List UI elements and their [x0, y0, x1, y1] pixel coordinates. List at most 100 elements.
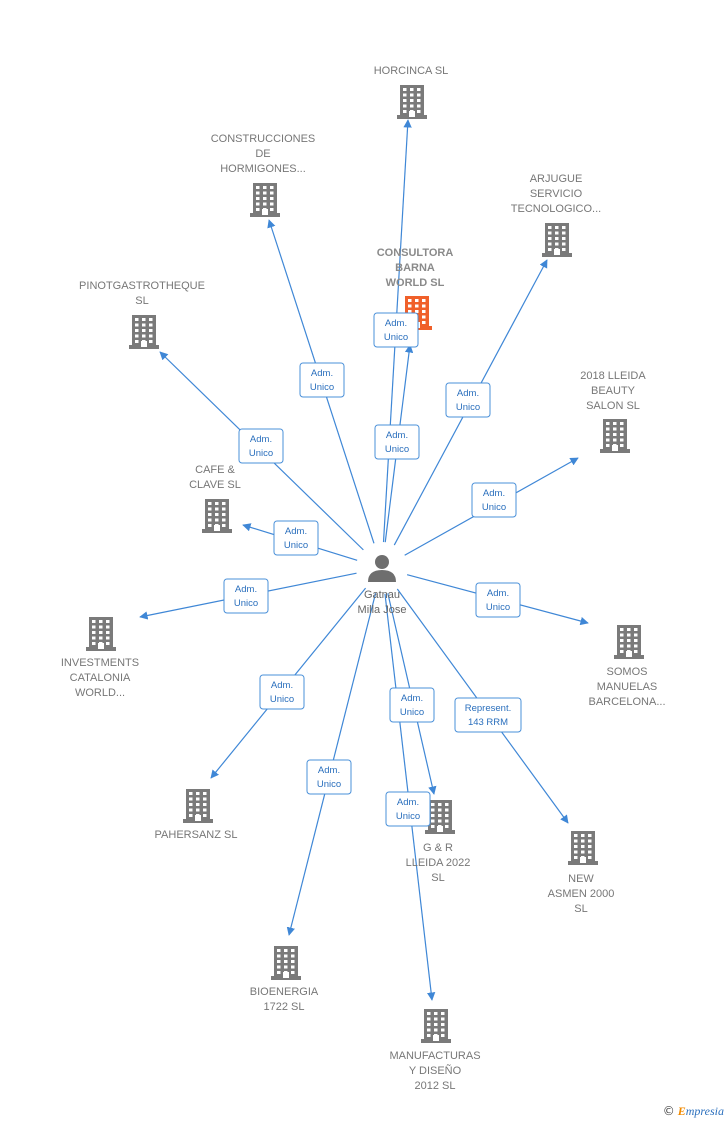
building-icon[interactable] [614, 625, 644, 659]
company-label: Y DISEÑO [409, 1064, 462, 1077]
window [634, 633, 638, 637]
window [270, 208, 274, 211]
window [277, 971, 281, 974]
window [106, 642, 110, 645]
window [438, 819, 442, 823]
company-label: SERVICIO [530, 188, 583, 200]
building-icon[interactable] [202, 499, 232, 533]
window [415, 304, 419, 308]
company-node-cafe[interactable]: CAFE &CLAVE SL [189, 464, 241, 533]
edge-label-pinot[interactable]: Adm.Unico [238, 428, 284, 464]
door [409, 111, 415, 117]
window [434, 1028, 438, 1032]
window [291, 954, 295, 958]
window [291, 949, 295, 952]
company-node-somos[interactable]: SOMOSMANUELASBARCELONA... [588, 625, 666, 708]
window [548, 231, 552, 235]
window [574, 839, 578, 843]
edge-label-arjugue[interactable]: Adm.Unico [445, 382, 491, 418]
window [445, 825, 449, 828]
door [283, 972, 289, 978]
window [562, 237, 566, 240]
window [422, 315, 426, 319]
edge-label-lleida2018[interactable]: Adm.Unico [471, 482, 517, 518]
window [613, 422, 617, 425]
building-icon[interactable] [568, 831, 598, 865]
company-label: SL [574, 903, 587, 915]
window [215, 507, 219, 511]
company-node-pahersanz[interactable]: PAHERSANZ SL [155, 789, 238, 841]
window [574, 850, 578, 854]
building-icon[interactable] [271, 946, 301, 980]
edge-label-cafe[interactable]: Adm.Unico [273, 520, 319, 556]
building-icon[interactable] [421, 1009, 451, 1043]
window [222, 507, 226, 511]
window [284, 960, 288, 963]
window [620, 628, 624, 631]
door [433, 1035, 439, 1041]
building-icon[interactable] [542, 223, 572, 257]
window [92, 636, 96, 640]
window [270, 186, 274, 189]
company-label: 2018 LLEIDA [580, 370, 646, 382]
window [203, 808, 207, 812]
company-node-arjugue[interactable]: ARJUGUESERVICIOTECNOLOGICO... [511, 173, 601, 257]
edge-label-horcinca[interactable]: Adm.Unico [374, 424, 420, 460]
edge-label-text: Adm. [457, 388, 479, 399]
edge-label-pahersanz[interactable]: Adm.Unico [259, 674, 305, 710]
edge-label-bioenergia[interactable]: Adm.Unico [306, 759, 352, 795]
edge-label-gr[interactable]: Adm.Unico [389, 687, 435, 723]
edge-label-somos[interactable]: Adm.Unico [475, 582, 521, 618]
window [588, 834, 592, 837]
edge-label-text: Unico [284, 540, 308, 551]
building-icon[interactable] [250, 183, 280, 217]
empresia-brand[interactable]: ©Empresia [663, 1104, 724, 1119]
edge-label-box [454, 697, 522, 733]
window [149, 334, 153, 338]
window [215, 513, 219, 516]
edge-label-manufacturas[interactable]: Adm.Unico [385, 791, 431, 827]
company-node-construcciones[interactable]: CONSTRUCCIONESDEHORMIGONES... [211, 133, 316, 217]
window [92, 620, 96, 623]
building-icon[interactable] [425, 800, 455, 834]
window [196, 797, 200, 801]
edge-label-construcciones[interactable]: Adm.Unico [299, 362, 345, 398]
window [291, 965, 295, 969]
edge-label-investments[interactable]: Adm.Unico [223, 578, 269, 614]
window [263, 197, 267, 200]
window [208, 524, 212, 527]
company-node-investments[interactable]: INVESTMENTSCATALONIAWORLD... [61, 617, 139, 699]
window [203, 792, 207, 795]
edge-label-box [373, 312, 419, 348]
edge-label-consultora[interactable]: Adm.Unico [373, 312, 419, 348]
building-icon[interactable] [397, 85, 427, 119]
nodes-layer: HORCINCA SL CONSTRUCCIONESDEHORMIGONES...… [61, 65, 666, 1092]
building-icon[interactable] [129, 315, 159, 349]
door [141, 341, 147, 347]
company-node-horcinca[interactable]: HORCINCA SL [374, 65, 449, 119]
window [634, 639, 638, 642]
company-label: CATALONIA [70, 672, 131, 684]
window [149, 340, 153, 343]
building-icon[interactable] [183, 789, 213, 823]
building-icon[interactable] [86, 617, 116, 651]
window [403, 93, 407, 97]
window [284, 954, 288, 958]
building-icon[interactable] [600, 419, 630, 453]
window [403, 99, 407, 102]
company-label: BARCELONA... [588, 696, 665, 708]
window [441, 1028, 445, 1032]
window [408, 304, 412, 308]
edge-label-newasmen[interactable]: Represent.143 RRM [454, 697, 522, 733]
window [92, 631, 96, 634]
window [445, 814, 449, 817]
brand-logo-letter: E [677, 1104, 686, 1118]
window [410, 93, 414, 97]
